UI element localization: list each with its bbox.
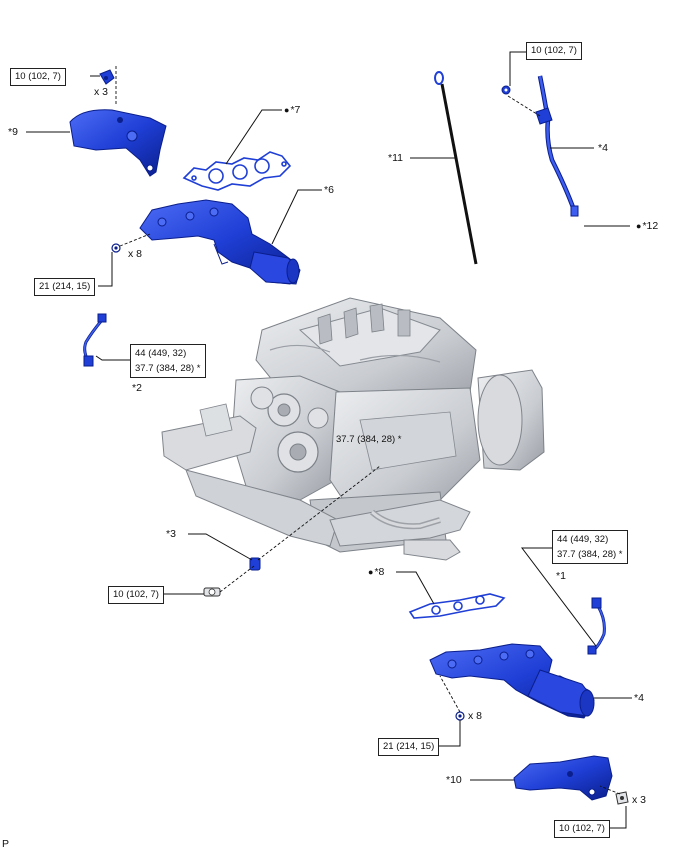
callout-8: *8: [368, 566, 384, 578]
callout-9: *9: [8, 126, 18, 138]
nut-icon: [455, 711, 465, 721]
exhaust-manifold-gasket-upper: [182, 151, 292, 191]
bolt-icon: [615, 791, 629, 805]
exhaust-manifold-upper: [139, 199, 301, 285]
torque-spec-line: 44 (449, 32): [135, 348, 187, 359]
callout-11: *11: [388, 152, 403, 164]
torque-spec-heat-insulator-upper: 10 (102, 7): [10, 68, 66, 86]
torque-spec-sensor-left: 44 (449, 32) 37.7 (384, 28) *: [130, 344, 206, 378]
oil-level-gauge: [434, 71, 478, 265]
callout-2: *2: [132, 382, 142, 394]
torque-spec-heat-insulator-lower: 10 (102, 7): [554, 820, 610, 838]
quantity-label: x 8: [128, 248, 143, 260]
quantity-label: x 8: [468, 710, 483, 722]
nut-icon: [111, 243, 121, 253]
exhaust-manifold-heat-insulator-upper: [69, 109, 167, 177]
bolt-icon: [501, 85, 511, 95]
quantity-label: x 3: [94, 86, 109, 98]
callout-1: *1: [556, 570, 566, 582]
torque-spec-line: 37.7 (384, 28) *: [557, 549, 623, 560]
alignment-lines: [115, 66, 621, 795]
torque-spec-line: 44 (449, 32): [557, 534, 609, 545]
callout-4-lower: *4: [634, 692, 644, 704]
oil-level-gauge-guide: [535, 75, 579, 217]
leader-lines: [26, 51, 632, 829]
corner-mark: P: [2, 838, 10, 850]
torque-spec-line: 37.7 (384, 28) *: [135, 363, 201, 374]
exhaust-manifold-lower: [429, 643, 595, 719]
callout-7: *7: [284, 104, 300, 116]
torque-spec-sensor-right: 44 (449, 32) 37.7 (384, 28) *: [552, 530, 628, 564]
callout-12: *12: [636, 220, 658, 232]
torque-spec-guide-bolt: 10 (102, 7): [526, 42, 582, 60]
engine-assembly: [161, 297, 545, 561]
exhaust-manifold-gasket-lower: [408, 593, 506, 619]
exhaust-manifold-heat-insulator-lower: [513, 755, 613, 801]
torque-spec-center: 37.7 (384, 28) *: [336, 434, 402, 445]
callout-4-upper: *4: [598, 142, 608, 154]
bolt-icon: [99, 69, 115, 85]
air-fuel-ratio-sensor-left: [83, 313, 107, 367]
torque-spec-union-bolt: 10 (102, 7): [108, 586, 164, 604]
callout-10: *10: [446, 774, 462, 786]
quantity-label: x 3: [632, 794, 647, 806]
bolt-icon: [203, 587, 221, 597]
callout-3: *3: [166, 528, 176, 540]
torque-spec-manifold-nut-upper: 21 (214, 15): [34, 278, 96, 296]
torque-spec-manifold-nut-lower: 21 (214, 15): [378, 738, 440, 756]
air-fuel-ratio-sensor-right: [587, 597, 606, 655]
callout-6: *6: [324, 184, 334, 196]
